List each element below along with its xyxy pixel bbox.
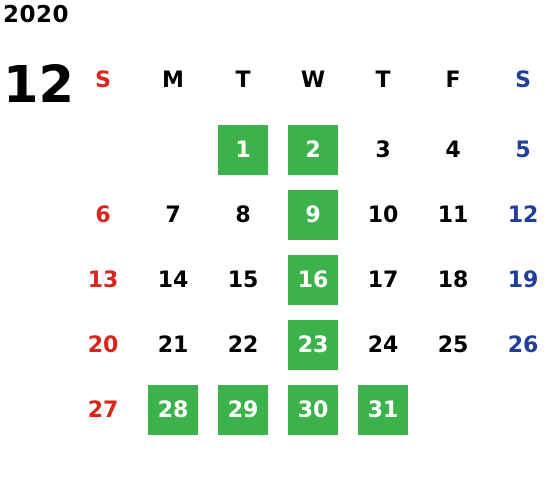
day-cell[interactable]: 9 xyxy=(288,190,338,240)
month-label: 12 xyxy=(3,56,74,115)
day-cell[interactable]: 16 xyxy=(288,255,338,305)
day-cell[interactable]: 23 xyxy=(288,320,338,370)
day-cell[interactable]: 10 xyxy=(367,202,399,228)
day-cell[interactable]: 4 xyxy=(445,137,461,163)
day-cell[interactable]: 22 xyxy=(227,332,259,358)
day-cell[interactable]: 25 xyxy=(437,332,469,358)
day-cell[interactable]: 5 xyxy=(515,137,531,163)
day-cell[interactable]: 17 xyxy=(367,267,399,293)
year-label: 2020 xyxy=(3,2,70,28)
weekday-sun: S xyxy=(95,67,111,93)
day-cell[interactable]: 3 xyxy=(375,137,391,163)
day-cell[interactable]: 7 xyxy=(165,202,181,228)
day-cell[interactable]: 12 xyxy=(507,202,539,228)
day-cell[interactable]: 28 xyxy=(148,385,198,435)
day-cell[interactable]: 6 xyxy=(95,202,111,228)
day-cell[interactable]: 26 xyxy=(507,332,539,358)
weekday-tue: T xyxy=(235,67,251,93)
day-cell[interactable]: 11 xyxy=(437,202,469,228)
day-cell[interactable]: 19 xyxy=(507,267,539,293)
day-cell[interactable]: 8 xyxy=(235,202,251,228)
weekday-mon: M xyxy=(162,67,184,93)
day-cell[interactable]: 31 xyxy=(358,385,408,435)
day-cell[interactable]: 29 xyxy=(218,385,268,435)
day-cell[interactable]: 27 xyxy=(87,397,119,423)
day-cell[interactable]: 2 xyxy=(288,125,338,175)
day-cell[interactable]: 1 xyxy=(218,125,268,175)
weekday-thu: T xyxy=(375,67,391,93)
day-cell[interactable]: 30 xyxy=(288,385,338,435)
day-cell[interactable]: 13 xyxy=(87,267,119,293)
weekday-fri: F xyxy=(445,67,461,93)
weekday-sat: S xyxy=(515,67,531,93)
day-cell[interactable]: 18 xyxy=(437,267,469,293)
day-cell[interactable]: 14 xyxy=(157,267,189,293)
day-cell[interactable]: 24 xyxy=(367,332,399,358)
weekday-wed: W xyxy=(300,67,326,93)
day-cell[interactable]: 21 xyxy=(157,332,189,358)
day-cell[interactable]: 20 xyxy=(87,332,119,358)
day-cell[interactable]: 15 xyxy=(227,267,259,293)
